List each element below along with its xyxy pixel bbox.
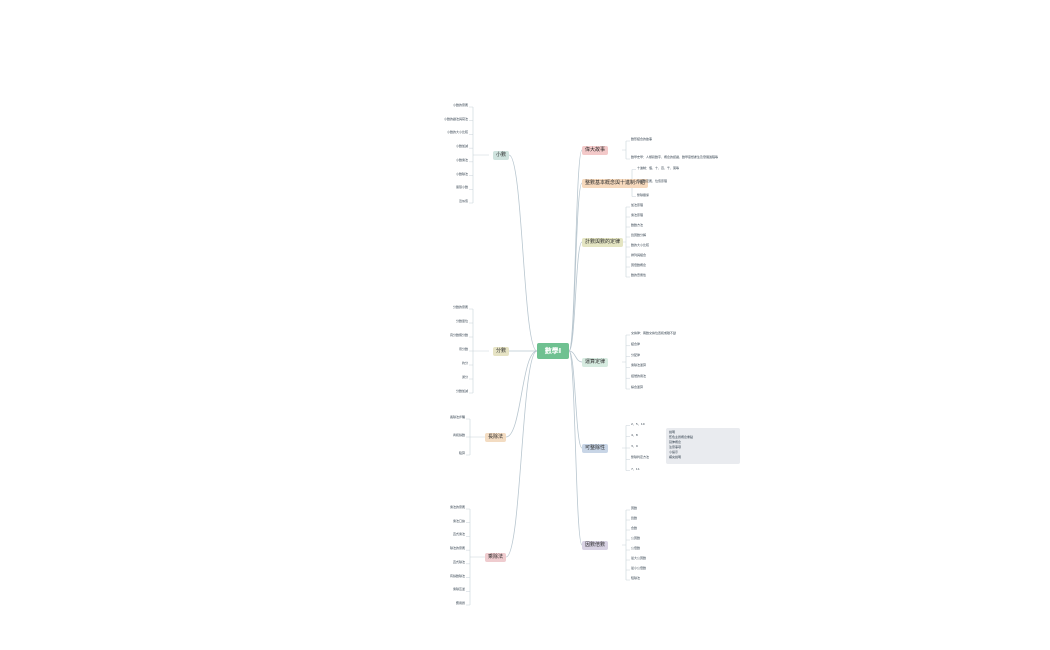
leaf-label[interactable]: 7、11 [631,466,640,471]
leaf-label[interactable]: 合數 [631,526,638,530]
branch-node[interactable]: 分數 [492,346,509,356]
root-node[interactable]: 數學I [537,343,569,359]
leaf-label[interactable]: 乘法口訣 [452,518,465,523]
leaf-label[interactable]: 加法原理 [631,203,644,207]
leaf-label[interactable]: 約分 [461,361,468,365]
leaf-label[interactable]: 4、8 [631,432,638,437]
legend-line: 延伸概念 [669,440,682,444]
leaf-label[interactable]: 結合律 [631,341,641,346]
leaf-label[interactable]: 乘除互逆 [452,587,465,592]
leaf-label[interactable]: 交換律：兩數交換位置和或積不變 [631,331,677,335]
leaf-label[interactable]: 分數的意義 [452,305,468,309]
leaf-label[interactable]: 括號的用法 [631,374,647,379]
connector-line [505,350,538,558]
leaf-label[interactable]: 數形結合的故事 [631,137,653,141]
leaf-label[interactable]: 數的奇偶性 [631,273,647,277]
connector-line [568,350,583,449]
leaf-label[interactable]: 小數的大小比較 [446,130,468,135]
branch-node[interactable]: 運算定律 [582,357,609,367]
branch-node[interactable]: 小數 [492,150,509,160]
legend-line: 說明 [669,430,676,434]
leaf-label[interactable]: 小數除法 [455,171,468,176]
leaf-label[interactable]: 通分 [461,375,468,379]
leaf-label[interactable]: 短除法 [631,576,641,580]
branch-node[interactable]: 可整除性 [582,443,609,453]
leaf-label[interactable]: 質數 [631,516,638,520]
leaf-label[interactable]: 最大公因數 [631,556,647,560]
leaf-label[interactable]: 綜合運算 [631,385,644,389]
leaf-label[interactable]: 數數方法 [631,223,644,227]
leaf-label[interactable]: 直式除法 [452,559,465,564]
leaf-label[interactable]: 除法的意義 [449,546,465,551]
leaf-label[interactable]: 循環小數 [455,185,468,190]
leaf-label[interactable]: 十進制：個、十、百、千、萬等 [637,165,680,170]
connector-line [508,154,538,352]
leaf-label[interactable]: 有餘數除法 [449,573,465,578]
leaf-label[interactable]: 小數的意義 [452,103,468,107]
leaf-label[interactable]: 帶分數 [458,347,468,351]
leaf-label[interactable]: 商和餘數 [452,433,465,437]
leaf-label[interactable]: 分數單位 [455,319,468,323]
legend-line: 補充說明 [669,455,682,459]
leaf-label[interactable]: 公倍數 [631,546,641,550]
leaf-label[interactable]: 因數 [631,506,638,510]
legend-line: 藍色主題概念重點 [669,435,694,439]
leaf-label[interactable]: 小數的讀法與寫法 [443,116,468,121]
branch-node[interactable]: 長除法 [484,432,506,442]
leaf-label[interactable]: 3、9 [631,444,638,448]
legend-line: 注意事項 [669,445,682,449]
leaf-label[interactable]: 近似值 [458,199,468,203]
connector-line [568,241,583,352]
leaf-label[interactable]: 分配律 [631,352,641,357]
leaf-label[interactable]: 乘法原理 [631,213,644,217]
leaf-label[interactable]: 因倍數概念 [631,263,647,267]
leaf-label[interactable]: 質因數分解 [631,233,647,237]
connector-line [568,350,583,363]
leaf-label[interactable]: 直式乘法 [452,532,465,537]
branch-node[interactable]: 計數與數的定律 [582,237,624,247]
branch-node[interactable]: 偉大故事 [582,145,609,155]
leaf-label[interactable]: 乘法的意義 [449,505,465,509]
leaf-label[interactable]: 驗算 [458,451,465,455]
leaf-label[interactable]: 整除關係 [637,192,650,197]
leaf-label[interactable]: 自然數定義、位值原理 [637,179,668,183]
leaf-label[interactable]: 應用題 [455,601,465,605]
leaf-label[interactable]: 公因數 [631,536,641,540]
legend-box: 說明 藍色主題概念重點 延伸概念 注意事項 小提示 補充說明 [666,428,740,464]
branch-node[interactable]: 因數倍數 [582,540,609,550]
leaf-label[interactable]: 最小公倍數 [631,566,647,570]
leaf-label[interactable]: 小數乘法 [455,157,468,162]
branch-node[interactable]: 乘除法 [484,552,506,562]
leaf-label[interactable]: 數學史學：人類對數字、概念的認識、數學思想產生及發展過程等 [631,155,719,159]
leaf-label[interactable]: 分數加減 [455,389,468,393]
connector-line [505,350,538,438]
connector-line [568,350,583,546]
leaf-label[interactable]: 小數加減 [455,144,468,149]
connector-line [568,182,583,352]
leaf-label[interactable]: 長除法步驟 [449,415,465,419]
leaf-label[interactable]: 2、5、10 [631,421,645,426]
leaf-label[interactable]: 排列與組合 [631,253,647,257]
legend-line: 小提示 [669,450,679,454]
leaf-label[interactable]: 整除判定方法 [631,455,650,460]
leaf-label[interactable]: 數的大小比較 [631,243,650,247]
leaf-label[interactable]: 乘除法運算 [631,363,647,368]
connector-line [568,149,583,352]
leaf-label[interactable]: 真分數假分數 [449,333,468,337]
branch-node[interactable]: 整數基本概念與十進制介紹 [582,178,649,188]
